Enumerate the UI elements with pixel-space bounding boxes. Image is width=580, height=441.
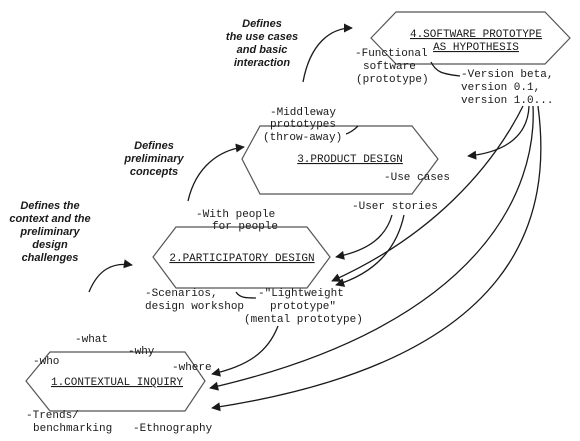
note-trends-line2: benchmarking (33, 423, 112, 435)
note-why: -why (128, 346, 155, 358)
stage-4-hexagon (370, 11, 571, 65)
svg-text:challenges: challenges (22, 252, 79, 264)
arrow-stage2-to-stage3 (187, 143, 245, 202)
note-version-line1: -Version beta, (461, 69, 553, 81)
note-scenarios-line2: design workshop (145, 301, 244, 313)
svg-text:preliminary: preliminary (123, 153, 184, 165)
note-use-cases: -Use cases (384, 172, 450, 184)
stage-3-hexagon (241, 125, 439, 195)
svg-text:preliminary: preliminary (19, 226, 80, 238)
note-lightweight-line1: -"Lightweight (258, 288, 344, 300)
stage-3-title: 3.PRODUCT DESIGN (297, 154, 403, 166)
note-lightweight-line2: prototype" (270, 301, 336, 313)
note-what: -what (75, 334, 108, 346)
note-middleway-line2: prototypes (270, 119, 336, 131)
note-scenarios-line1: -Scenarios, (145, 288, 218, 300)
note-version-line3: version 1.0... (461, 95, 553, 107)
note-trends-line1: -Trends/ (26, 410, 79, 422)
annotation-concepts: Defines preliminary concepts (123, 140, 184, 178)
arrow-version-to-stage2 (331, 105, 524, 282)
note-version-line2: version 0.1, (461, 82, 540, 94)
note-functional-line2: software (363, 61, 416, 73)
note-user-stories: -User stories (352, 201, 438, 213)
stage-2-title: 2.PARTICIPATORY DESIGN (169, 253, 314, 265)
note-who: -who (33, 356, 59, 368)
note-middleway-line3: (throw-away) (263, 132, 342, 144)
stage-2-hexagon (152, 226, 331, 289)
brace-line-stage3 (345, 125, 359, 135)
brace-line-stage4 (430, 61, 461, 77)
note-functional-line3: (prototype) (356, 74, 429, 86)
svg-text:concepts: concepts (130, 166, 178, 178)
svg-text:design: design (32, 239, 68, 251)
annotation-context: Defines the context and the preliminary … (9, 200, 90, 264)
note-lightweight-line3: (mental prototype) (244, 314, 363, 326)
stage-4-title-line1: 4.SOFTWARE PROTOTYPE (410, 29, 542, 41)
note-middleway-line1: -Middleway (270, 107, 336, 119)
stage-1-title: 1.CONTEXTUAL INQUIRY (51, 377, 183, 389)
arrow-lightweight-to-stage1 (211, 325, 279, 377)
arrow-version-to-stage1-b (211, 105, 542, 412)
arrow-userstories-to-stage2 (335, 214, 393, 260)
svg-text:Defines: Defines (242, 18, 282, 30)
arrow-userstories-to-lightweight (335, 214, 405, 287)
arrow-stage3-to-stage4 (302, 23, 353, 83)
arrow-version-to-usecases (467, 105, 530, 160)
note-functional-line1: -Functional (355, 48, 428, 60)
svg-text:the use cases: the use cases (226, 31, 298, 43)
note-with-people-line1: -With people (196, 209, 275, 221)
stage-4-title-line2: AS HYPOTHESIS (433, 42, 519, 54)
svg-text:Defines the: Defines the (20, 200, 79, 212)
svg-text:context and the: context and the (9, 213, 90, 225)
arrow-stage1-to-stage2 (88, 259, 133, 293)
svg-text:interaction: interaction (234, 57, 291, 69)
svg-text:and basic: and basic (237, 44, 288, 56)
svg-text:Defines: Defines (134, 140, 174, 152)
note-ethnography: -Ethnography (133, 423, 213, 435)
brace-line-stage2 (235, 291, 257, 299)
note-with-people-line2: for people (212, 221, 278, 233)
annotation-usecases: Defines the use cases and basic interact… (226, 18, 298, 69)
stage-1-hexagon (25, 351, 206, 412)
arrow-version-to-stage1-a (209, 105, 534, 391)
note-where: -where (172, 362, 212, 374)
